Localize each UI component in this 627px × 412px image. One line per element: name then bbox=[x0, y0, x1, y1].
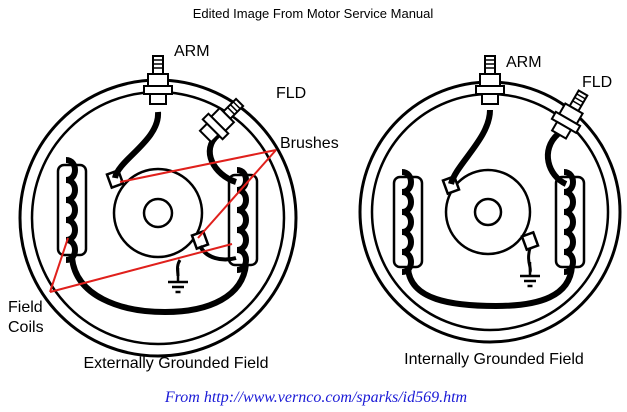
brushes-label: Brushes bbox=[280, 135, 339, 152]
left-arm-label: ARM bbox=[174, 43, 210, 60]
right-fld-label: FLD bbox=[582, 74, 612, 91]
coil-pointer-left bbox=[49, 237, 69, 293]
left-motor: ARM FLD Brushes Field Coils Externally G… bbox=[8, 43, 339, 372]
left-caption: Externally Grounded Field bbox=[84, 355, 269, 372]
brush-pointer-upper bbox=[119, 149, 277, 183]
right-motor: ARM FLD Internally Grounded Field bbox=[358, 54, 622, 368]
coil-pointer-right bbox=[49, 243, 233, 293]
left-arm-lead bbox=[112, 111, 161, 179]
field-label: Field bbox=[8, 299, 43, 316]
right-shaft bbox=[473, 197, 503, 227]
right-field-coil-right bbox=[556, 172, 584, 272]
coils-label: Coils bbox=[8, 319, 44, 336]
left-coil-connection bbox=[69, 257, 249, 316]
source-link[interactable]: From http://www.vernco.com/sparks/id569.… bbox=[164, 389, 467, 406]
right-fld-lead bbox=[545, 131, 568, 187]
figure-title: Edited Image From Motor Service Manual bbox=[193, 6, 434, 21]
brush-pointer-lower bbox=[197, 149, 277, 239]
right-arm-lead bbox=[448, 109, 493, 185]
left-brush-lead bbox=[198, 244, 237, 262]
right-field-coil-left bbox=[394, 172, 422, 272]
right-coil-connection bbox=[405, 265, 575, 310]
pointer-lines bbox=[49, 149, 277, 293]
left-field-coil-left bbox=[58, 160, 86, 260]
left-field-coil-right bbox=[229, 170, 257, 270]
right-arm-label: ARM bbox=[506, 54, 542, 71]
right-caption: Internally Grounded Field bbox=[404, 351, 584, 368]
left-fld-label: FLD bbox=[276, 85, 306, 102]
right-brush-lower bbox=[520, 230, 540, 252]
left-shaft bbox=[142, 197, 174, 229]
